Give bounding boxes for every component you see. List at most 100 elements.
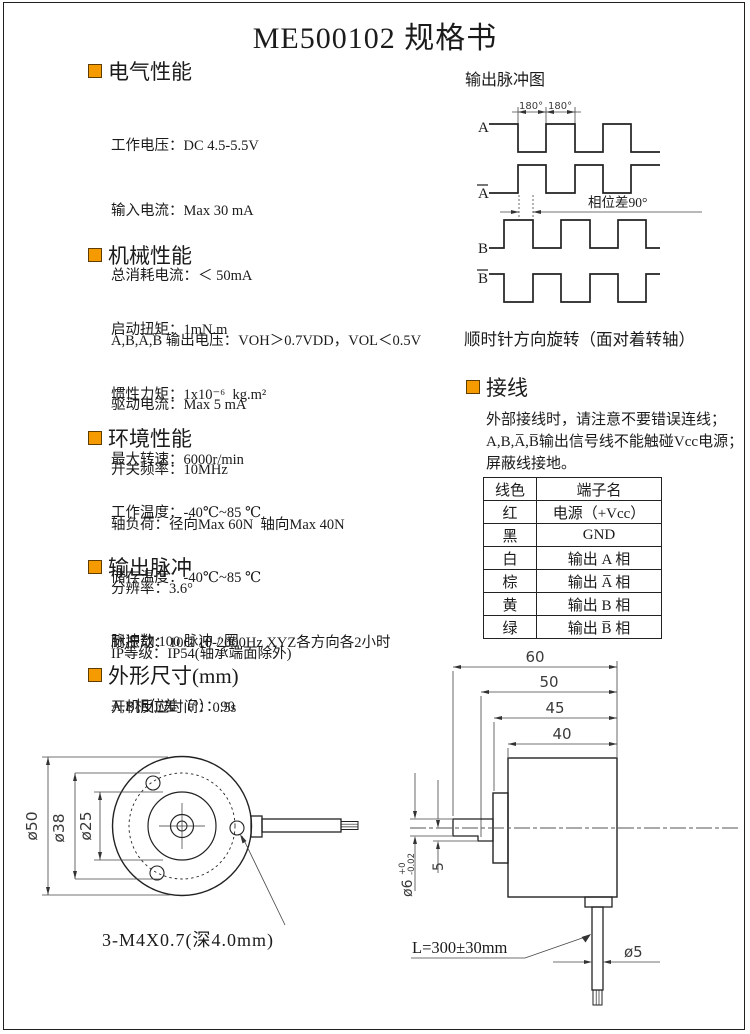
channel-b-bar-label: B: [478, 271, 488, 287]
section-title: 环境性能: [108, 427, 192, 451]
page-title: ME500102 规格书: [252, 22, 498, 55]
deg-arrows: [518, 110, 575, 114]
front-dimensions: [42, 756, 170, 896]
orange-square-icon: [88, 560, 102, 574]
cable-length-leader: [411, 935, 589, 959]
dim-60-label: 60: [525, 648, 544, 666]
mounting-holes: [145, 775, 245, 881]
section-electrical: 电气性能 工作电压：DC 4.5-5.5V 输入电流：Max 30 mA 总消耗…: [88, 56, 421, 525]
section-header: 输出脉冲: [88, 552, 239, 582]
section-title: 机械性能: [108, 244, 192, 268]
table-row: 黑 GND: [483, 523, 662, 547]
section-header: 电气性能: [88, 56, 421, 86]
environment-specs: 工作温度：-40℃~85 ℃ 储存温度：-40℃~85 ℃ 耐振动：10G 10…: [111, 460, 391, 762]
orange-square-icon: [466, 380, 480, 394]
terminal-cell: 电源（+Vcc）: [536, 500, 662, 524]
spec-line: 最大转速：6000r/min: [111, 451, 244, 468]
wire-color-cell: 黑: [483, 523, 537, 547]
section-header: 环境性能: [88, 423, 391, 453]
dim-d25-label: ø25: [77, 811, 95, 840]
deg-label-right: 180°: [548, 101, 572, 112]
section-header: 机械性能: [88, 240, 345, 270]
wire-color-cell: 绿: [483, 615, 537, 639]
section-output-pulse: 输出脉冲 脉冲数:100 脉冲 / 圈 A,B相位差（°）：90: [88, 552, 239, 762]
wire-color-cell: 红: [483, 500, 537, 524]
spec-line: 惯性力矩：1x10⁻⁶ kg.m²: [111, 386, 267, 403]
terminal-cell: 输出 A̅ 相: [536, 569, 662, 593]
shaft-dia-label-group: ø6 +0 -0.02: [398, 853, 417, 897]
table-row: 绿 输出 B̅ 相: [483, 615, 662, 639]
section-title: 接线: [486, 376, 528, 400]
channel-a-label: A: [478, 120, 489, 136]
phase-arrows: [511, 210, 541, 214]
screw-leader-line: [241, 835, 286, 926]
terminal-cell: 输出 A 相: [536, 546, 662, 570]
section-wiring: 接线 外部接线时，请注意不要错误连线； A,B,A̅,B̅输出信号线不能触碰Vc…: [466, 372, 743, 475]
shaft-dia-label: ø6: [400, 879, 416, 897]
shaft-tol-minus: -0.02: [407, 853, 417, 875]
pulse-waveform-diagram: 180° 180° A A B B 相位差90°: [477, 101, 702, 303]
length-dimensions: [452, 661, 618, 837]
section-dimensions: 外形尺寸(mm): [88, 660, 239, 690]
spec-line: 轴负荷：径向Max 60N 轴向Max 40N: [111, 516, 345, 533]
channel-b-label: B: [478, 241, 488, 257]
channel-a-bar-label: A: [478, 186, 489, 202]
screw-spec-note: 3-M4X0.7(深4.0mm): [102, 930, 274, 950]
spec-line: A,B相位差（°）：90: [111, 698, 235, 715]
dim-50-label: 50: [539, 673, 558, 691]
trace-a-bar: [489, 164, 660, 194]
orange-square-icon: [88, 431, 102, 445]
terminal-cell: 输出 B̅ 相: [536, 615, 662, 639]
front-view-drawing: ø50 ø38 ø25: [23, 755, 359, 926]
cable-length-arrow: [581, 934, 591, 943]
section-header: 外形尺寸(mm): [88, 660, 239, 690]
electrical-specs: 工作电压：DC 4.5-5.5V 输入电流：Max 30 mA 总消耗电流：＜ …: [111, 93, 421, 525]
wire-color-cell: 白: [483, 546, 537, 570]
spec-line: 工作电压：DC 4.5-5.5V: [111, 138, 259, 155]
wiring-table: 线色 端子名 红 电源（+Vcc） 黑 GND 白 输出 A 相 棕 输出 A̅…: [483, 477, 662, 639]
encoder-body-side: [452, 757, 618, 898]
spec-line: 分辨率：3.6°: [111, 581, 193, 598]
note-line: 外部接线时，请注意不要错误连线；: [486, 412, 727, 428]
spec-line: 储存温度：-40℃~85 ℃: [111, 569, 262, 586]
table-row: 棕 输出 A̅ 相: [483, 569, 662, 593]
cable-bottom-exit: [584, 896, 613, 1006]
spec-line: 总消耗电流：＜ 50mA: [111, 267, 253, 284]
orange-square-icon: [88, 668, 102, 682]
table-row: 红 电源（+Vcc）: [483, 500, 662, 524]
orange-square-icon: [88, 64, 102, 78]
spec-line: IP等级：IP54(轴承端面除外): [111, 646, 292, 663]
section-title: 电气性能: [108, 60, 192, 84]
pulse-specs: 脉冲数:100 脉冲 / 圈 A,B相位差（°）：90: [111, 589, 239, 762]
wire-color-cell: 棕: [483, 569, 537, 593]
dim-40-label: 40: [552, 725, 571, 743]
wiring-notes: 外部接线时，请注意不要错误连线； A,B,A̅,B̅输出信号线不能触碰Vcc电源…: [486, 409, 743, 475]
spec-line: A,B,A̅,B̅ 输出电压：VOH＞0.7VDD，VOL＜0.5V: [111, 332, 422, 349]
shaft-dim-arrows: [413, 811, 440, 849]
spec-line: 脉冲数:100 脉冲 / 圈: [111, 634, 239, 651]
col-header-terminal: 端子名: [536, 477, 662, 501]
dim-d38-label: ø38: [50, 813, 68, 842]
side-view-drawing: 60 50 45 40 ø6 +0 -0.02 5: [398, 648, 738, 1006]
pulse-diagram-title: 输出脉冲图: [465, 72, 546, 89]
center-crosshair: [159, 803, 205, 849]
note-line: 屏蔽线接地。: [486, 456, 577, 472]
table-header-row: 线色 端子名: [483, 477, 662, 501]
screw-leader-arrow: [240, 834, 247, 844]
front-dim-arrows: [46, 757, 102, 895]
orange-square-icon: [88, 248, 102, 262]
spec-line: 启动扭矩：1mN.m: [111, 322, 228, 339]
trace-a: [489, 123, 660, 153]
spec-line: 驱动电流：Max 5 mA: [111, 397, 247, 414]
spec-line: 开机反应时间：0.5s: [111, 699, 237, 716]
terminal-cell: 输出 B 相: [536, 592, 662, 616]
note-line: A,B,A̅,B̅输出信号线不能触碰Vcc电源；: [486, 434, 744, 450]
spec-line: 工作温度：-40℃~85 ℃: [111, 505, 262, 522]
deg-label-left: 180°: [519, 101, 543, 112]
spec-line: 输入电流：Max 30 mA: [111, 202, 254, 219]
waveform-traces: [489, 123, 660, 303]
spec-line: 开关频率：10MHz: [111, 462, 228, 479]
cable-length-label: L=300±30mm: [412, 938, 508, 957]
cable-dia-label: ø5: [624, 943, 643, 961]
